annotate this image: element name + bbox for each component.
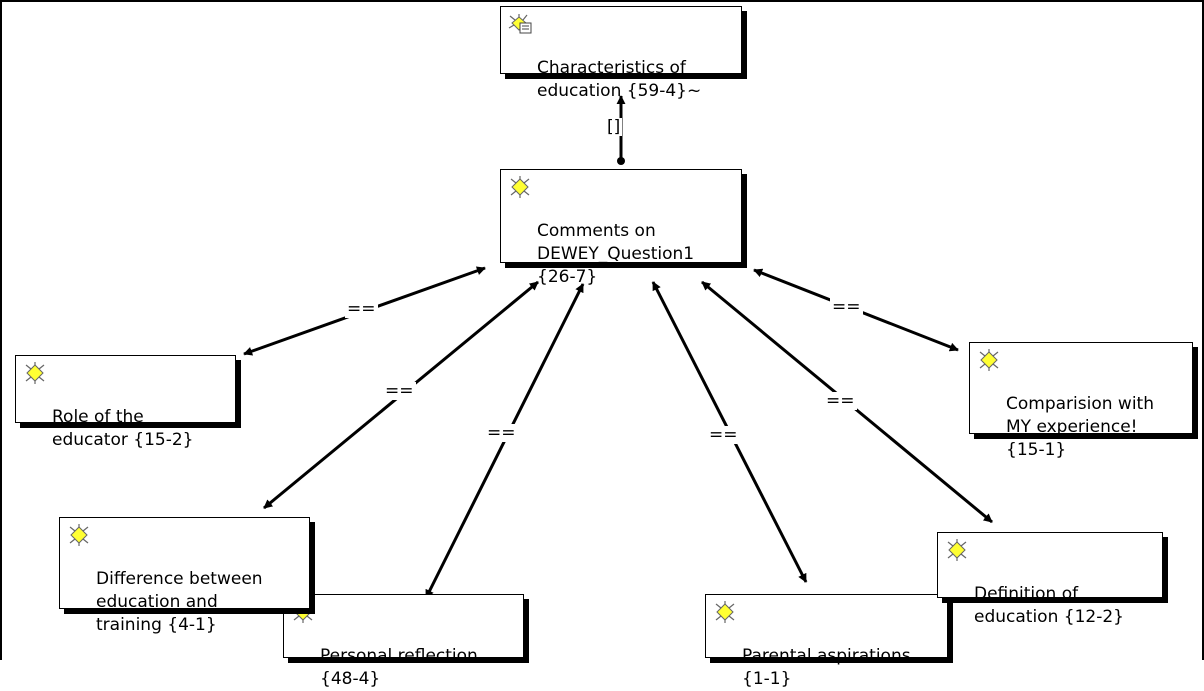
node-label: Parental aspirations {1-1}	[742, 646, 911, 689]
node-label: Definition of education {12-2}	[974, 584, 1124, 627]
code-icon	[69, 524, 89, 546]
node-definition-of-education[interactable]: Definition of education {12-2}	[937, 532, 1163, 627]
code-icon	[510, 176, 530, 198]
link-label-difference: ==	[383, 381, 416, 401]
node-role-of-the-educator[interactable]: Role of the educator {15-2}	[15, 355, 236, 450]
code-icon	[979, 349, 999, 371]
link-label-definition: ==	[824, 391, 857, 411]
link-label-relation: []	[605, 117, 623, 137]
node-label: Comparision with MY experience! {15-1}	[1006, 394, 1154, 460]
code-icon	[947, 539, 967, 561]
node-label: Comments on DEWEY_Question1 {26-7}	[537, 221, 695, 287]
code-icon	[25, 362, 45, 384]
node-label: Difference between education and trainin…	[96, 569, 263, 635]
node-personal-reflection[interactable]: Personal reflection {48-4}	[283, 594, 524, 689]
node-label: Personal reflection {48-4}	[320, 646, 478, 689]
node-comments-on-dewey-question1[interactable]: Comments on DEWEY_Question1 {26-7}	[500, 169, 742, 287]
node-comparision-with-my-experience[interactable]: Comparision with MY experience! {15-1}	[969, 342, 1193, 460]
link-origin-dot	[617, 157, 625, 165]
node-parental-aspirations[interactable]: Parental aspirations {1-1}	[705, 594, 948, 689]
node-difference-between-education-and-training[interactable]: Difference between education and trainin…	[59, 517, 310, 635]
memo-code-icon	[508, 14, 532, 34]
link-label-comparision: ==	[830, 297, 863, 317]
node-label: Role of the educator {15-2}	[52, 407, 194, 450]
link-label-parental: ==	[707, 425, 740, 445]
node-characteristics-of-education[interactable]: Characteristics of education {59-4}~	[500, 6, 742, 101]
link-label-personal: ==	[485, 423, 518, 443]
code-icon	[715, 601, 735, 623]
link-label-role: ==	[345, 299, 378, 319]
node-label: Characteristics of education {59-4}~	[537, 58, 702, 101]
